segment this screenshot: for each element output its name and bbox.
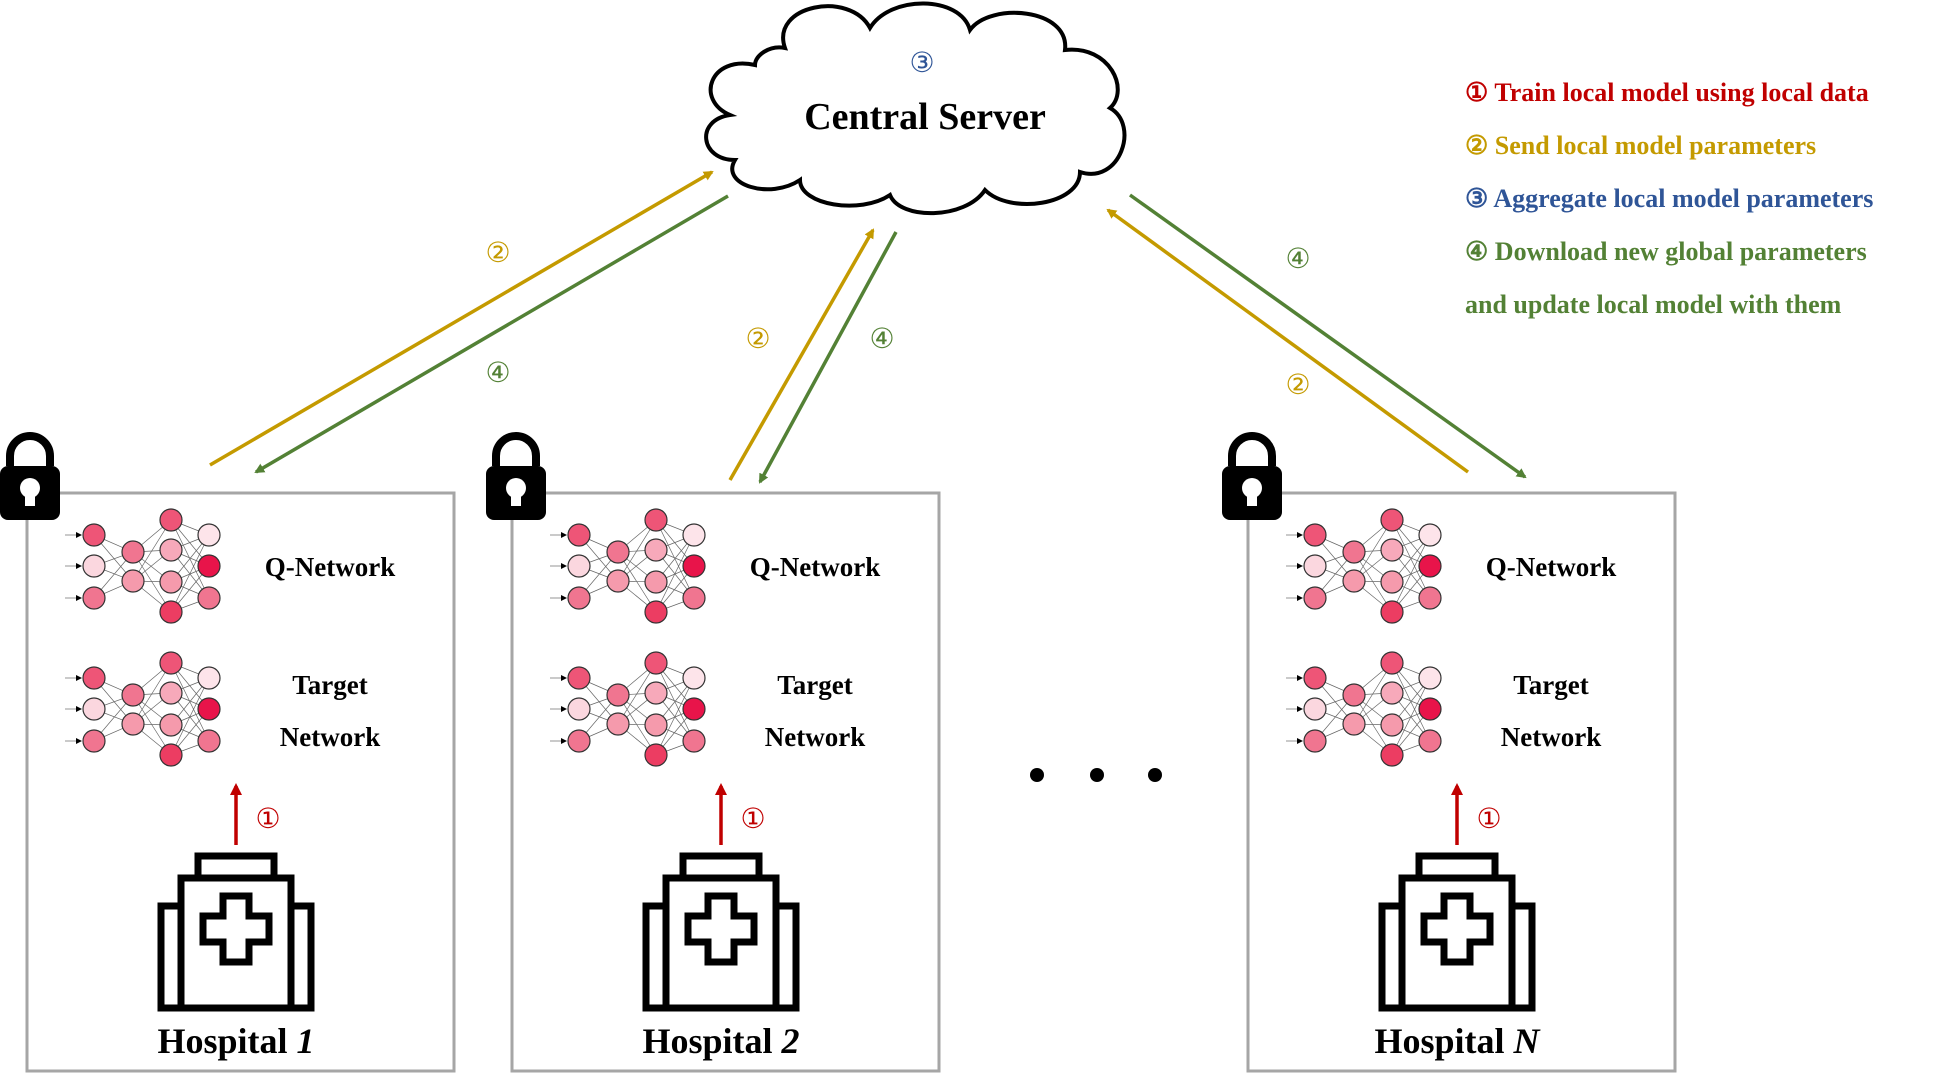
hospital-name: Hospital N bbox=[1374, 1021, 1541, 1061]
q-network-label: Q-Network bbox=[1486, 552, 1616, 582]
legend-item-aggregate: ③ Aggregate local model parameters bbox=[1465, 184, 1873, 213]
target-network-label-line2: Network bbox=[280, 722, 380, 752]
target-network-label-line2: Network bbox=[1501, 722, 1601, 752]
send-label-hN: ② bbox=[1285, 368, 1310, 401]
hospital-panel-2: Q-Network Target Network ① Hospital 2 bbox=[486, 436, 941, 1073]
send-label-h2: ② bbox=[745, 322, 770, 355]
send-arrow-h2 bbox=[728, 228, 875, 481]
target-network-label-line2: Network bbox=[765, 722, 865, 752]
central-server-label: Central Server bbox=[804, 96, 1046, 138]
legend-item-send: ② Send local model parameters bbox=[1465, 131, 1816, 160]
q-network-icon bbox=[550, 509, 705, 623]
send-arrow-h1 bbox=[209, 170, 714, 467]
send-arrow-hN bbox=[1106, 208, 1470, 474]
lock-icon bbox=[1222, 436, 1282, 520]
legend-item-download-cont: and update local model with them bbox=[1465, 290, 1842, 319]
send-label-h1: ② bbox=[485, 236, 510, 269]
train-label: ① bbox=[740, 802, 765, 835]
download-arrow-hN bbox=[1128, 193, 1527, 479]
hospital-panel-1: Q-Network Target Network ① Hospital 1 bbox=[0, 436, 456, 1073]
communication-arrows bbox=[209, 170, 1527, 484]
download-label-h1: ④ bbox=[485, 356, 510, 389]
target-network-icon bbox=[1286, 652, 1441, 766]
train-label: ① bbox=[1476, 802, 1501, 835]
server-step-label: ③ bbox=[909, 46, 934, 79]
q-network-icon bbox=[1286, 509, 1441, 623]
hospital-building-icon bbox=[161, 856, 311, 1008]
target-network-label-line1: Target bbox=[1513, 670, 1589, 700]
hospital-name: Hospital 1 bbox=[157, 1021, 314, 1061]
target-network-label-line1: Target bbox=[292, 670, 368, 700]
train-label: ① bbox=[255, 802, 280, 835]
target-network-icon bbox=[550, 652, 705, 766]
download-arrow-h2 bbox=[758, 231, 898, 484]
q-network-label: Q-Network bbox=[750, 552, 880, 582]
q-network-label: Q-Network bbox=[265, 552, 395, 582]
ellipsis bbox=[1030, 768, 1162, 782]
legend-item-train: ① Train local model using local data bbox=[1465, 78, 1869, 107]
download-label-h2: ④ bbox=[869, 322, 894, 355]
legend: ① Train local model using local data ② S… bbox=[1465, 78, 1873, 319]
q-network-icon bbox=[65, 509, 220, 623]
legend-item-download: ④ Download new global parameters bbox=[1465, 237, 1867, 266]
hospital-building-icon bbox=[646, 856, 796, 1008]
hospital-panel-n: Q-Network Target Network ① Hospital N bbox=[1222, 436, 1677, 1073]
lock-icon bbox=[0, 436, 60, 520]
target-network-icon bbox=[65, 652, 220, 766]
download-label-hN: ④ bbox=[1285, 242, 1310, 275]
hospital-name: Hospital 2 bbox=[642, 1021, 799, 1061]
cloud-icon bbox=[704, 1, 1127, 216]
hospital-building-icon bbox=[1382, 856, 1532, 1008]
target-network-label-line1: Target bbox=[777, 670, 853, 700]
download-arrow-h1 bbox=[254, 194, 729, 474]
lock-icon bbox=[486, 436, 546, 520]
